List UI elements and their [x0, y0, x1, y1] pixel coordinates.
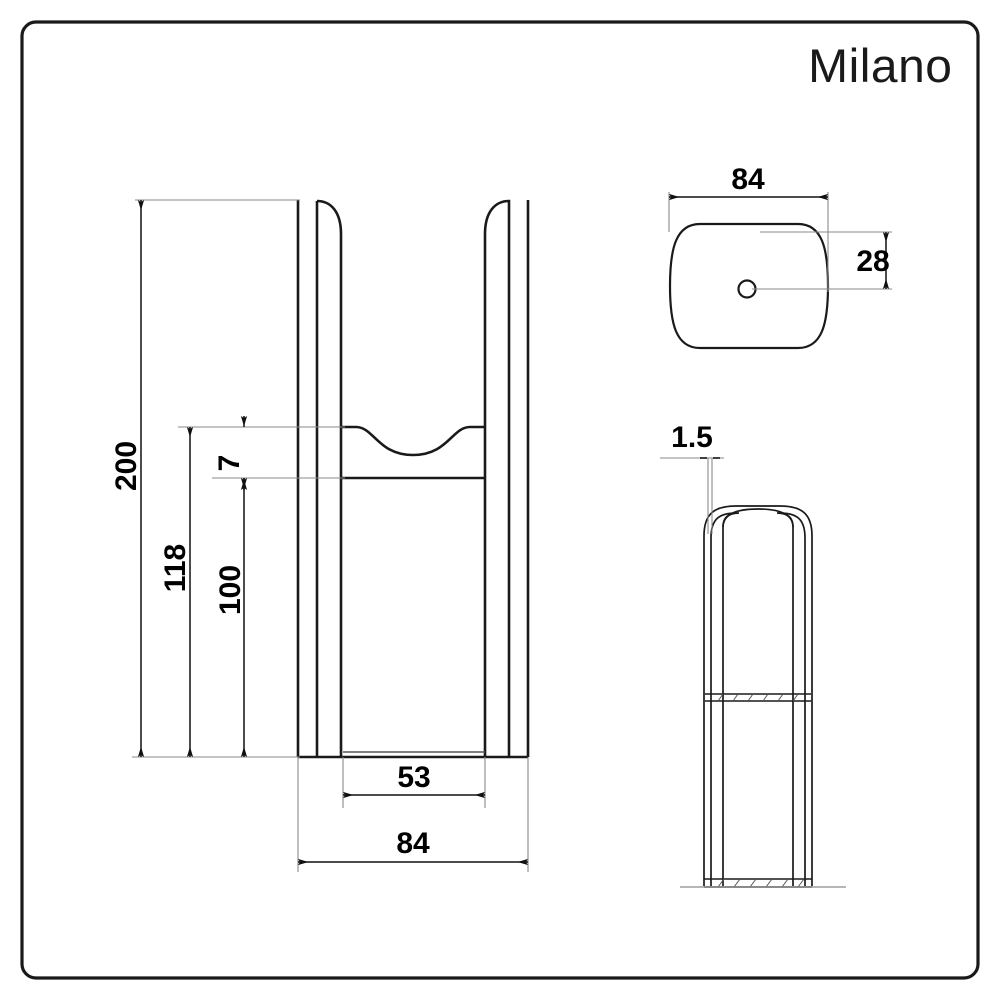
side-panel-top-arc: [722, 508, 794, 528]
side-inner-wall-left: [710, 512, 738, 886]
front-dimension-lines: [137, 199, 529, 866]
dim-label-28: 28: [856, 245, 889, 278]
front-center-notch: [341, 425, 485, 457]
front-extension-lines: [132, 199, 529, 872]
side-mid-divider-hatch: [717, 693, 799, 702]
dim-label-200: 200: [110, 441, 143, 491]
top-view-outline: [668, 222, 830, 350]
dim-label-84-top: 84: [731, 163, 765, 196]
front-right-top-cap: [483, 199, 511, 757]
dim-label-7: 7: [213, 455, 246, 472]
side-bottom-band-hatch: [717, 878, 805, 888]
side-bottom-band: [704, 878, 812, 888]
dim-label-118: 118: [159, 544, 192, 592]
dim-label-84-front: 84: [396, 827, 430, 860]
dim-label-53: 53: [397, 761, 430, 794]
drawing-frame: [20, 20, 980, 980]
side-inner-wall-right: [778, 512, 806, 886]
side-outer-shell: [703, 505, 813, 886]
top-view-extension-lines: [668, 192, 892, 292]
side-view: [703, 505, 813, 886]
front-view: [296, 199, 530, 759]
front-left-top-cap: [316, 199, 343, 757]
side-panel-left-edge: [722, 512, 740, 886]
dim-label-1-5: 1.5: [671, 421, 713, 454]
brand-logo: Milano: [807, 39, 952, 92]
dim-label-100: 100: [214, 565, 247, 615]
top-view: [668, 222, 830, 350]
top-view-dimension-lines: [668, 193, 890, 290]
